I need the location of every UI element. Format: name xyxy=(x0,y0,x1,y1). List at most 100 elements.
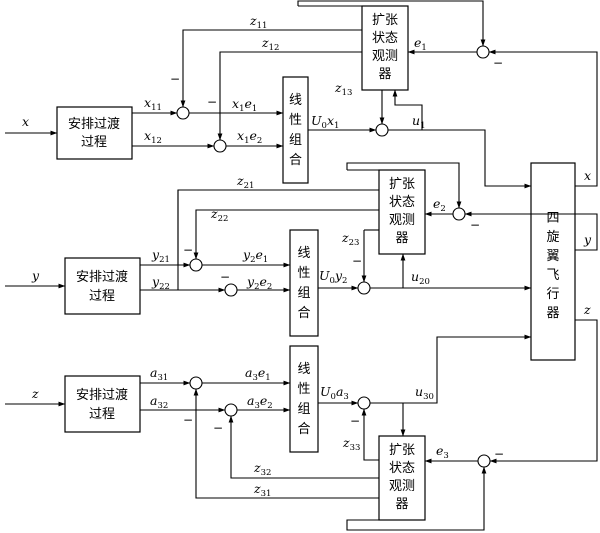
eso-2-line-4: 器 xyxy=(395,231,408,246)
minus-z31: − xyxy=(183,413,193,427)
quadrotor-char-1: 四 xyxy=(546,211,559,226)
sum-x-e1 xyxy=(476,45,490,59)
transient-z-line-1: 安排过渡 xyxy=(76,387,128,403)
label-z21: z21 xyxy=(236,173,254,191)
sum-z-1 xyxy=(189,376,203,390)
io-labels: x y z x y z xyxy=(22,114,592,401)
sum-y-1 xyxy=(189,258,203,272)
label-y21: y21 xyxy=(151,247,170,265)
transient-x-line-2: 过程 xyxy=(81,135,107,150)
eso-1-line-2: 状态 xyxy=(372,31,398,46)
eso-3-line-4: 器 xyxy=(395,497,408,512)
label-U0a3: U0a3 xyxy=(320,384,349,402)
transient-y-line-2: 过程 xyxy=(89,289,115,304)
label-x1e1: x1e1 xyxy=(232,96,257,114)
minus-z21: − xyxy=(183,243,193,257)
linear-3-char-1: 线 xyxy=(297,362,310,377)
eso-3-line-2: 状态 xyxy=(389,461,415,476)
linear-1-char-1: 线 xyxy=(289,93,302,108)
z-channel-wires xyxy=(5,319,598,531)
transient-block-z: 安排过渡 过程 xyxy=(64,375,141,433)
label-y2e1: y2e1 xyxy=(242,247,268,265)
linear-1-char-3: 组 xyxy=(289,133,302,148)
label-z12: z12 xyxy=(261,35,279,53)
sum-x-u1 xyxy=(375,123,389,137)
transient-y-line-1: 安排过渡 xyxy=(76,269,128,285)
minus-z22: − xyxy=(220,270,230,284)
label-z33: z33 xyxy=(342,435,360,453)
label-y2e2: y2e2 xyxy=(246,274,272,292)
input-y-label: y xyxy=(31,268,40,283)
label-a3e2: a3e2 xyxy=(247,393,273,411)
sum-z-2 xyxy=(224,403,238,417)
extended-state-observer-2: 扩张 状态 观测 器 xyxy=(378,169,426,255)
y-channel-wires xyxy=(5,162,598,293)
signal-labels: x11 x12 z11 z12 z13 x1e1 x1e2 U0x1 u1 e1… xyxy=(144,13,449,499)
label-a31: a31 xyxy=(150,365,168,383)
label-e3: e3 xyxy=(436,443,449,461)
linear-combination-block-3: 线 性 组 合 xyxy=(289,345,319,453)
label-z23: z23 xyxy=(341,230,359,248)
minus-z23: − xyxy=(352,254,362,268)
linear-3-char-3: 组 xyxy=(297,402,310,417)
linear-2-char-2: 性 xyxy=(297,266,310,281)
extended-state-observer-1: 扩张 状态 观测 器 xyxy=(361,5,409,91)
linear-2-char-4: 合 xyxy=(297,306,310,321)
sum-y-2 xyxy=(224,283,238,297)
label-e1: e1 xyxy=(414,35,427,53)
label-a3e1: a3e1 xyxy=(245,365,271,383)
label-u20: u20 xyxy=(411,269,430,287)
input-z-label: z xyxy=(31,386,39,401)
sum-z-e3 xyxy=(477,454,491,468)
sum-y-u20 xyxy=(357,281,371,295)
x-channel-wires xyxy=(5,0,598,189)
label-z31: z31 xyxy=(253,481,271,499)
quadrotor-block: 四 旋 翼 飞 行 器 xyxy=(530,162,576,361)
eso-2-line-1: 扩张 xyxy=(389,177,415,192)
sum-y-e2 xyxy=(452,207,466,221)
label-x11: x11 xyxy=(144,95,162,113)
transient-block-x: 安排过渡 过程 xyxy=(56,106,133,160)
eso-2-line-2: 状态 xyxy=(389,195,415,210)
quadrotor-char-5: 行 xyxy=(546,287,559,302)
label-y22: y22 xyxy=(151,274,170,292)
quadrotor-char-3: 翼 xyxy=(546,249,559,264)
transient-z-line-2: 过程 xyxy=(89,407,115,422)
minus-z33: − xyxy=(350,414,360,428)
label-z11: z11 xyxy=(249,13,267,31)
transient-block-y: 安排过渡 过程 xyxy=(64,257,141,315)
label-z22: z22 xyxy=(210,206,228,224)
minus-z12: − xyxy=(207,95,217,109)
linear-1-char-4: 合 xyxy=(289,153,302,168)
linear-3-char-2: 性 xyxy=(297,382,310,397)
minus-z32: − xyxy=(213,421,223,435)
minus-e2: − xyxy=(470,218,480,232)
label-x12: x12 xyxy=(144,128,162,146)
label-x1e2: x1e2 xyxy=(237,128,262,146)
eso-3-line-3: 观测 xyxy=(389,479,415,494)
label-e2: e2 xyxy=(433,196,446,214)
transient-x-line-1: 安排过渡 xyxy=(68,116,120,132)
quadrotor-char-6: 器 xyxy=(546,306,559,321)
output-y-label: y xyxy=(583,232,592,247)
linear-1-char-2: 性 xyxy=(289,113,302,128)
minus-e1: − xyxy=(493,56,503,70)
quadrotor-char-4: 飞 xyxy=(546,268,559,283)
minus-z11: − xyxy=(170,72,180,86)
label-a32: a32 xyxy=(150,393,168,411)
eso-2-line-3: 观测 xyxy=(389,213,415,228)
output-x-label: x xyxy=(584,168,591,183)
eso-1-line-3: 观测 xyxy=(372,49,398,64)
sum-x-2 xyxy=(213,139,227,153)
label-z13: z13 xyxy=(334,80,352,98)
sum-x-1 xyxy=(176,106,190,120)
linear-combination-block-1: 线 性 组 合 xyxy=(282,76,309,184)
label-z32: z32 xyxy=(253,460,271,478)
label-u30: u30 xyxy=(415,384,434,402)
linear-2-char-3: 组 xyxy=(297,286,310,301)
minus-signs: − − − − − − − − − − − xyxy=(170,56,504,461)
input-x-label: x xyxy=(22,114,29,129)
minus-e3: − xyxy=(494,447,504,461)
label-u1: u1 xyxy=(412,113,425,131)
